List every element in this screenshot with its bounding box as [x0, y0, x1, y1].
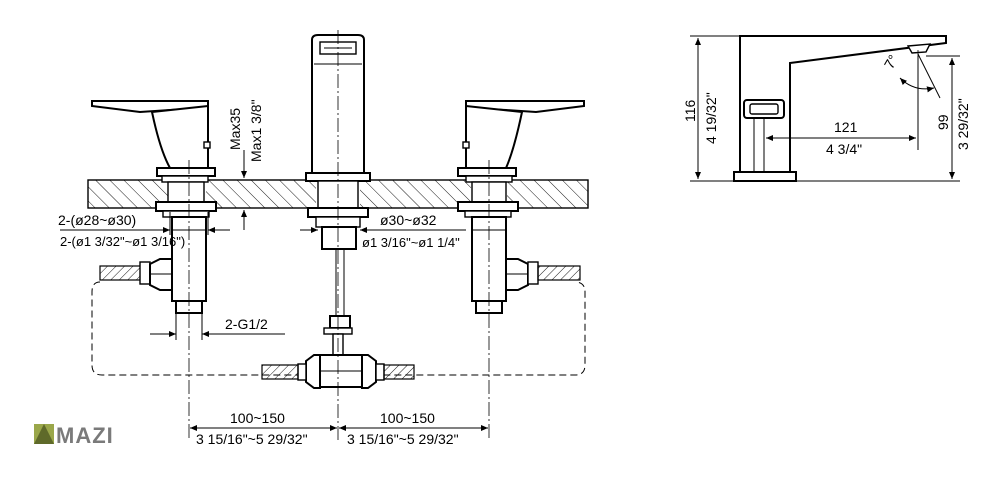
reach-metric: 121 [834, 119, 858, 135]
handle-hole-imperial: 2-(ø1 3/32"~ø1 3/16") [60, 234, 185, 249]
spout-hole-metric: ø30~ø32 [380, 212, 437, 228]
height-imperial: 4 19/32" [703, 92, 719, 144]
reach-imperial: 4 3/4" [826, 141, 862, 157]
side-view: 116 4 19/32" 121 4 3/4" 99 3 29/32" 7° [682, 35, 971, 182]
connection-dimension [150, 313, 285, 340]
spacing-left-imperial: 3 15/16"~5 29/32" [196, 431, 308, 447]
height-metric: 116 [682, 99, 698, 122]
deck-height-metric: Max35 [227, 108, 243, 150]
angle-label: 7° [881, 52, 902, 72]
brand-logo-text: MAZI [56, 423, 114, 448]
front-view: Max35 Max1 3/8" 2-(ø28~ø30) 2-(ø1 3/32"~… [58, 30, 589, 447]
right-supply-hose [505, 258, 581, 291]
brand-logo: MAZI [34, 423, 114, 448]
height-dimension [690, 35, 740, 182]
angle-indicator [899, 50, 941, 100]
right-handle [457, 100, 585, 314]
connection-thread: 2-G1/2 [225, 316, 268, 332]
spout-height-dimension [796, 55, 960, 182]
handle-hole-metric: 2-(ø28~ø30) [58, 212, 136, 228]
deck-height-imperial: Max1 3/8" [248, 99, 264, 162]
spacing-right-metric: 100~150 [380, 410, 435, 426]
spout-height-imperial: 3 29/32" [955, 98, 971, 150]
spacing-right-imperial: 3 15/16"~5 29/32" [347, 431, 459, 447]
left-handle [91, 100, 217, 314]
deck-height-dimension [236, 150, 300, 230]
spout-height-metric: 99 [935, 114, 951, 130]
left-supply-hose [99, 258, 173, 291]
reach-dimension [766, 56, 919, 150]
spacing-left-metric: 100~150 [230, 410, 285, 426]
handle-hole-dimension [60, 212, 230, 235]
tee-connector [261, 354, 415, 389]
spout-hole-imperial: ø1 3/16"~ø1 1/4" [362, 235, 460, 250]
